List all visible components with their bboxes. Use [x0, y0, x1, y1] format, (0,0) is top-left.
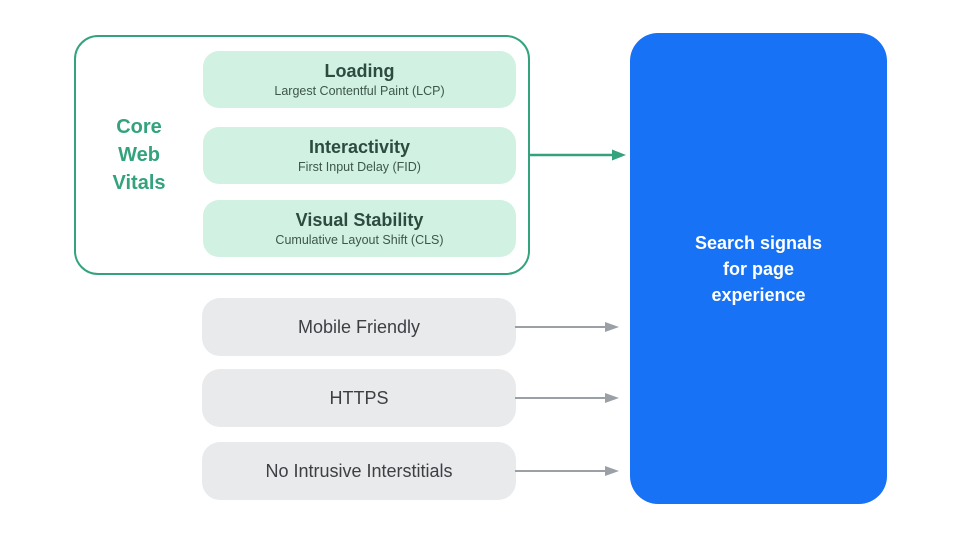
search-signals-label: Search signals for page experience [695, 230, 822, 308]
search-signals-label-line: for page [722, 258, 794, 279]
signal-label: Mobile Friendly [297, 316, 421, 337]
signal-label: No Intrusive Interstitials [265, 460, 453, 481]
vital-subtitle: Cumulative Layout Shift (CLS) [275, 233, 444, 247]
gray-arrow-icon [515, 322, 619, 332]
vital-title: Interactivity [308, 137, 411, 157]
signal-box-no-intrusive-interstitials: No Intrusive Interstitials [202, 442, 516, 500]
core-web-vitals-label-line: Web [118, 144, 160, 166]
gray-arrow-icon [515, 466, 619, 476]
vital-box-loading: Loading Largest Contentful Paint (LCP) [203, 51, 516, 108]
vital-subtitle: First Input Delay (FID) [298, 160, 421, 174]
green-arrow-icon [530, 149, 626, 161]
signal-box-mobile-friendly: Mobile Friendly [202, 298, 516, 356]
vital-box-interactivity: Interactivity First Input Delay (FID) [203, 127, 516, 184]
core-web-vitals-label-line: Vitals [112, 172, 166, 194]
signal-label: HTTPS [329, 387, 389, 408]
vital-box-visual-stability: Visual Stability Cumulative Layout Shift… [203, 200, 516, 257]
search-signals-label-line: experience [711, 284, 806, 305]
gray-arrow-icon [515, 393, 619, 403]
search-signals-label-line: Search signals [694, 232, 823, 253]
vital-title: Visual Stability [295, 210, 424, 230]
search-signals-panel: Search signals for page experience [630, 33, 887, 504]
signal-box-https: HTTPS [202, 369, 516, 427]
core-web-vitals-label-line: Core [116, 116, 162, 138]
core-web-vitals-label: Core Web Vitals [74, 35, 204, 275]
vital-subtitle: Largest Contentful Paint (LCP) [274, 84, 445, 98]
vital-title: Loading [324, 61, 395, 81]
